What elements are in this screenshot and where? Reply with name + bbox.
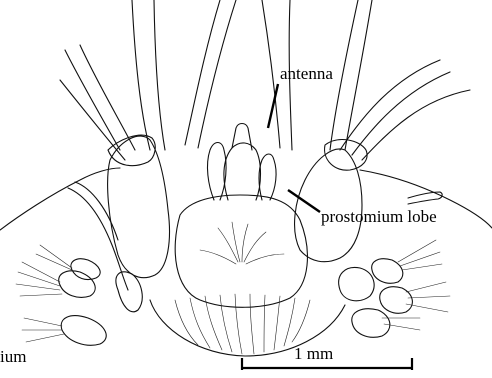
body-outline-left <box>0 168 120 230</box>
left-parapodia <box>59 182 143 345</box>
left-lateral-antenna <box>207 143 226 201</box>
left-palp-base <box>108 136 170 278</box>
prostomium <box>175 195 307 307</box>
mouth-radiating-lines <box>200 222 284 264</box>
right-parapodia <box>339 259 413 338</box>
scale-bar-label: 1 mm <box>294 344 333 363</box>
antenna-label: antenna <box>280 64 333 83</box>
right-palp-base <box>295 149 362 262</box>
left-chaetae <box>16 245 72 342</box>
left-palps <box>60 0 292 160</box>
right-palps <box>330 0 470 160</box>
peristomium-label-partial: ium <box>0 347 26 366</box>
right-lateral-antenna <box>259 154 276 200</box>
right-chaetae <box>382 240 450 330</box>
median-antenna <box>224 124 261 201</box>
prostomium-lobe-label: prostomium lobe <box>321 207 437 226</box>
prostomium-lobe-leader-line <box>288 190 320 212</box>
